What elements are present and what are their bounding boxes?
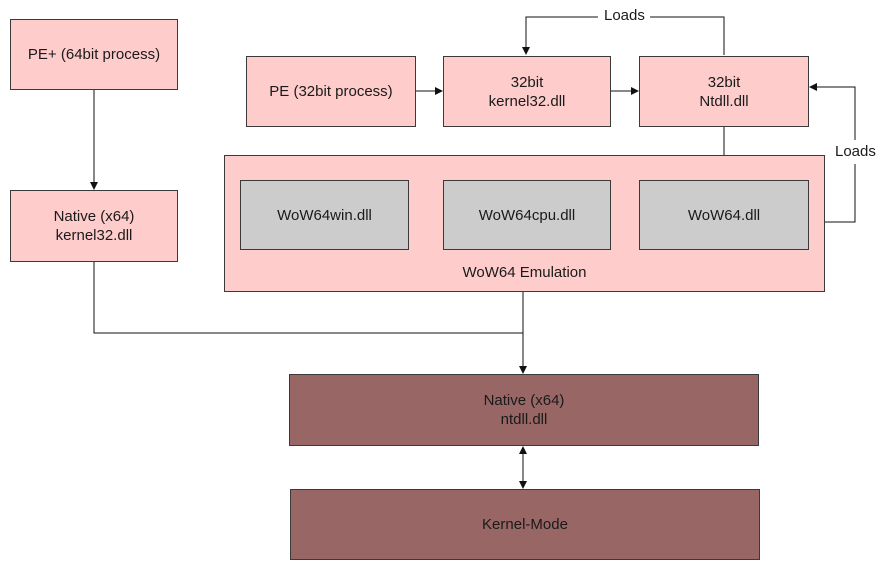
wow64-dll-box: WoW64.dll	[639, 180, 809, 250]
native-ntdll-line2: ntdll.dll	[500, 411, 548, 428]
native-kernel32-box: Native (x64) kernel32.dll	[10, 190, 178, 262]
wow64win-dll-label: WoW64win.dll	[277, 206, 372, 224]
ntdll-32bit-box: 32bit Ntdll.dll	[639, 56, 809, 127]
ntdll-32bit-line1: 32bit	[707, 73, 741, 91]
native-kernel32-line2: kernel32.dll	[55, 227, 133, 244]
native-kernel32-line1: Native (x64)	[53, 208, 135, 225]
pe32-process-label: PE (32bit process)	[269, 83, 393, 100]
pe32-process-box: PE (32bit process)	[246, 56, 416, 127]
kernel-mode-box: Kernel-Mode	[290, 489, 760, 560]
kernel32-32bit-line1: 32bit	[510, 73, 544, 91]
native-ntdll-box: Native (x64) ntdll.dll	[289, 374, 759, 446]
loads-label-top: Loads	[604, 7, 645, 24]
edge-native-kernel32-to-ntdll	[93, 262, 523, 334]
kernel-mode-label: Kernel-Mode	[482, 516, 568, 533]
edge-loads-top	[650, 16, 725, 55]
wow64-dll-label: WoW64.dll	[687, 206, 761, 224]
wow64cpu-dll-label: WoW64cpu.dll	[478, 206, 576, 224]
wow64-emulation-label: WoW64 Emulation	[462, 264, 587, 281]
wow64cpu-dll-box: WoW64cpu.dll	[443, 180, 611, 250]
kernel32-32bit-box: 32bit kernel32.dll	[443, 56, 611, 127]
pe64-process-box: PE+ (64bit process)	[10, 19, 178, 90]
native-ntdll-line1: Native (x64)	[483, 392, 565, 409]
pe64-process-label: PE+ (64bit process)	[27, 46, 161, 63]
loads-label-right: Loads	[835, 143, 876, 160]
kernel32-32bit-line2: kernel32.dll	[488, 92, 566, 110]
wow64win-dll-box: WoW64win.dll	[240, 180, 409, 250]
ntdll-32bit-line2: Ntdll.dll	[699, 92, 749, 110]
